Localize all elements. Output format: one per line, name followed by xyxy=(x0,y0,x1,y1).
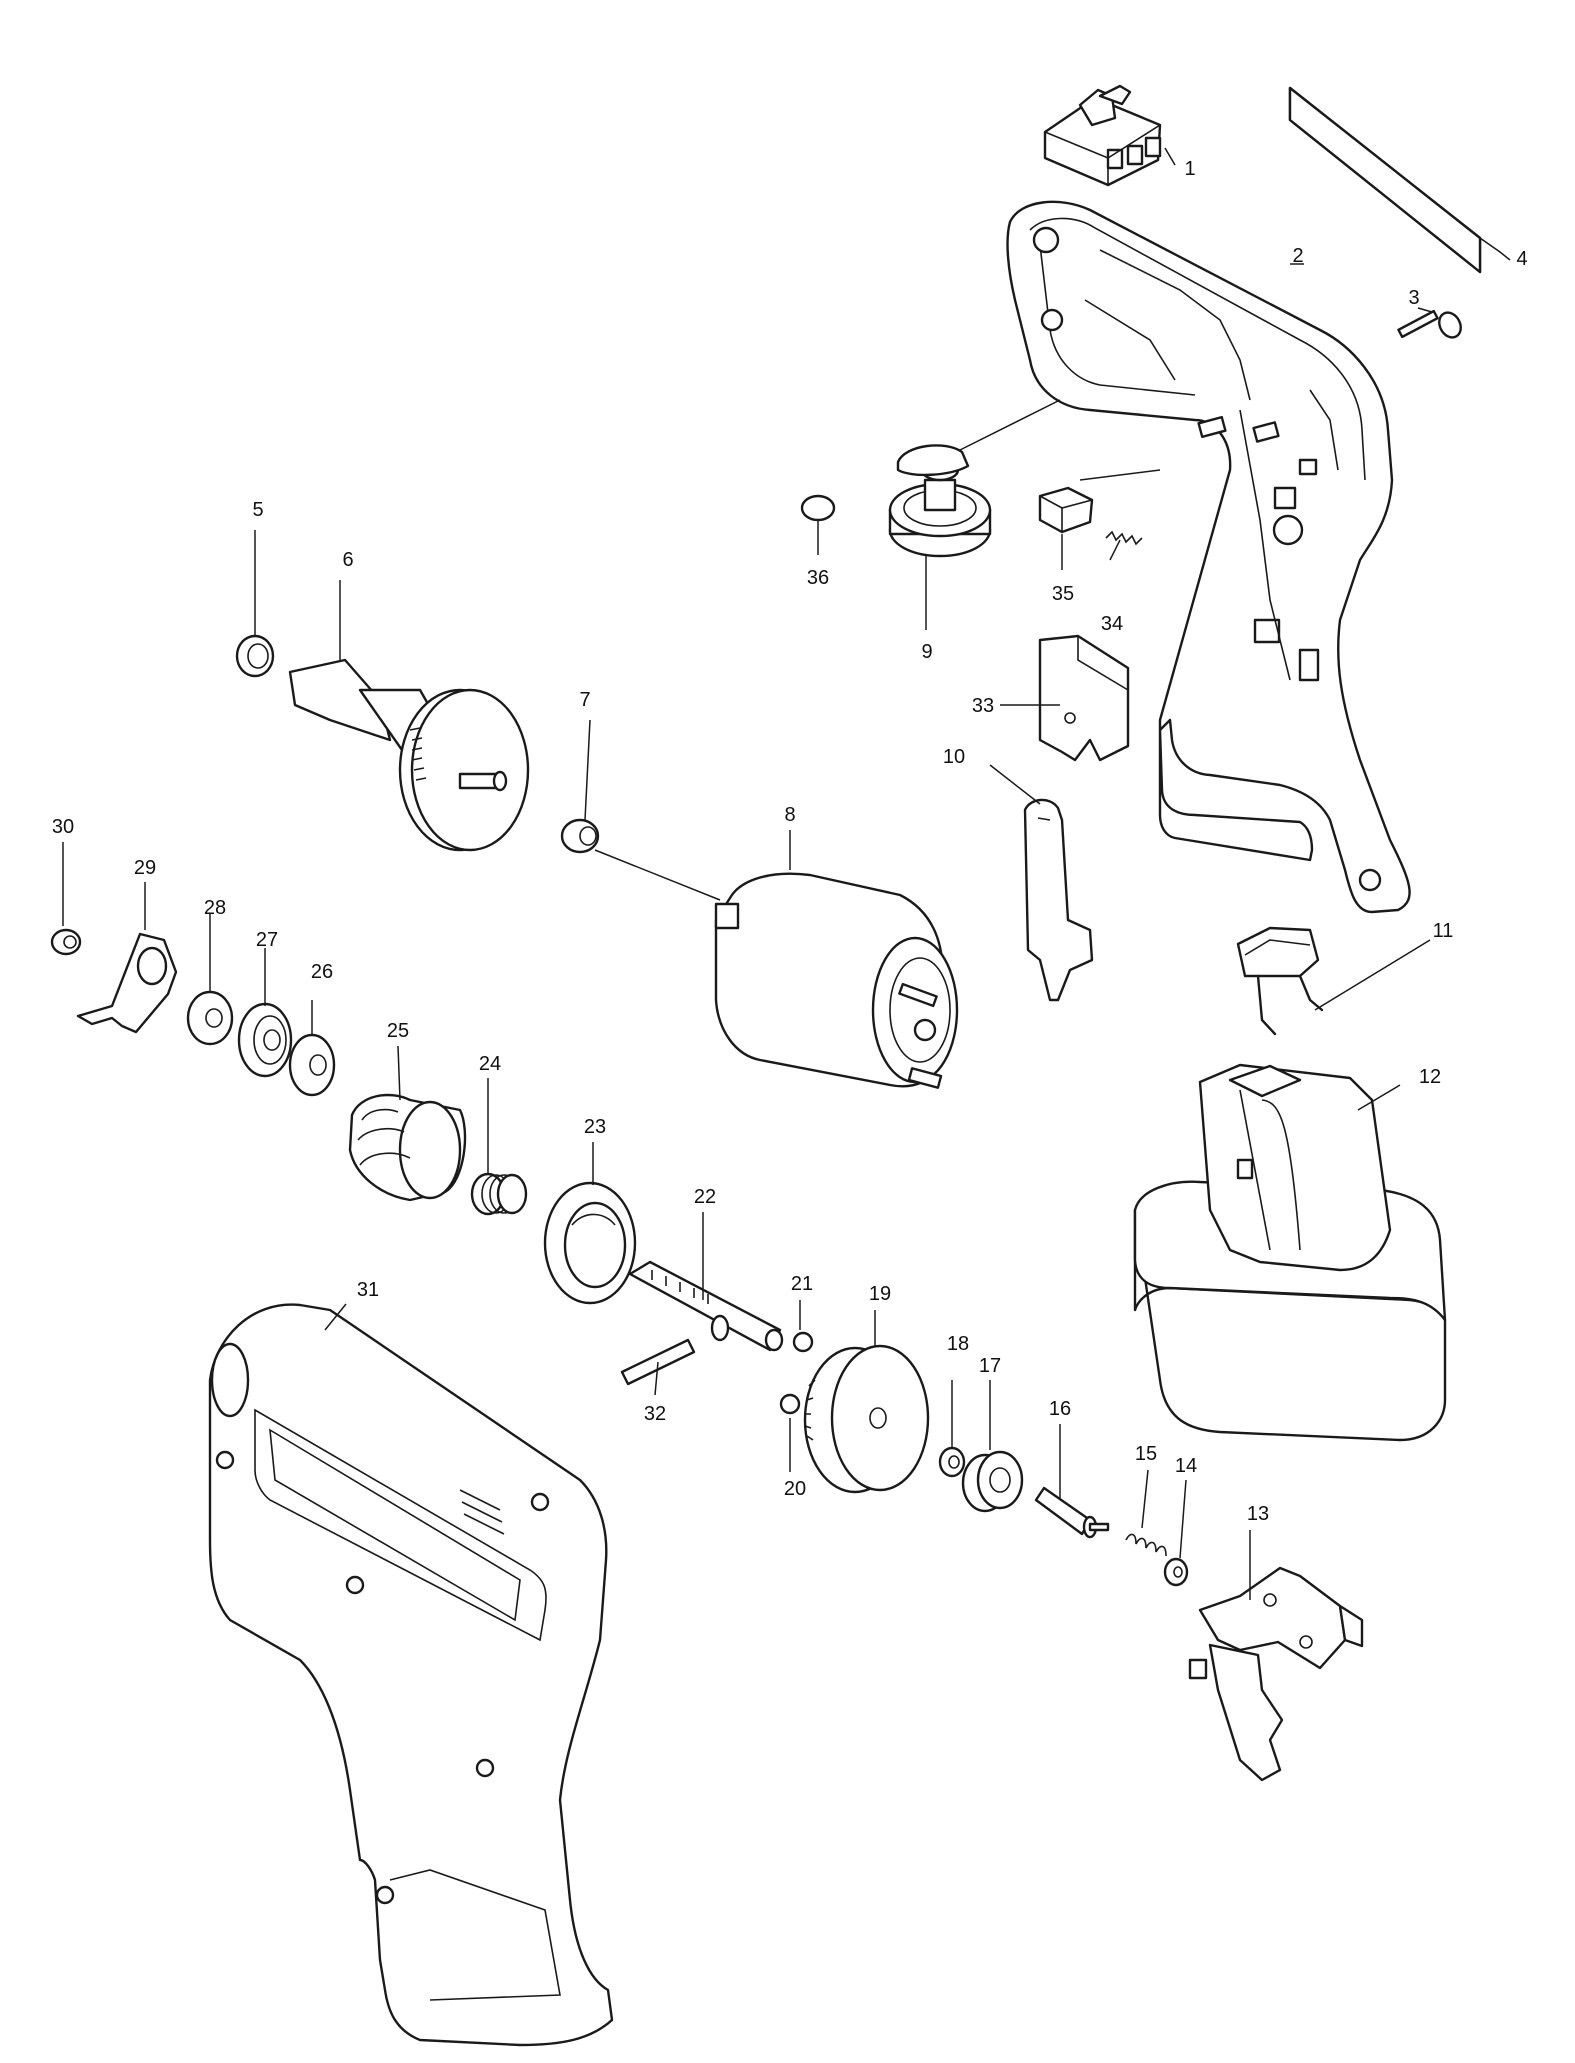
callout-labels: 1 2 3 4 5 6 7 8 9 10 11 12 13 14 15 16 1… xyxy=(52,158,1528,1525)
part-17-bearing xyxy=(961,1450,1024,1513)
callout-10: 10 xyxy=(943,746,965,768)
part-12-battery-pack xyxy=(1133,1063,1447,1442)
part-25-clutch-cone xyxy=(348,1093,467,1202)
callout-36: 36 xyxy=(807,567,829,589)
callout-26: 26 xyxy=(311,961,333,983)
part-16-shaft xyxy=(1034,1486,1110,1539)
callout-3: 3 xyxy=(1408,287,1419,309)
callout-24: 24 xyxy=(479,1053,501,1075)
part-4-label-plate xyxy=(1288,86,1482,274)
part-27-gear-washer xyxy=(237,1002,293,1078)
callout-22: 22 xyxy=(694,1186,716,1208)
callout-7: 7 xyxy=(579,689,590,711)
callout-31: 31 xyxy=(357,1279,379,1301)
callout-12: 12 xyxy=(1419,1066,1441,1088)
part-7-bushing xyxy=(560,818,600,854)
callout-19: 19 xyxy=(869,1283,891,1305)
callout-35: 35 xyxy=(1052,583,1074,605)
leader-lines xyxy=(62,147,1511,1600)
part-26-washer xyxy=(288,1033,336,1097)
callout-21: 21 xyxy=(791,1273,813,1295)
callout-20: 20 xyxy=(784,1478,806,1500)
part-30-bushing xyxy=(50,928,82,956)
part-29-bracket xyxy=(76,932,178,1034)
part-21-ball xyxy=(792,1331,814,1353)
part-2-housing-half xyxy=(1006,200,1411,914)
callout-32: 32 xyxy=(644,1403,666,1425)
callout-30: 30 xyxy=(52,816,74,838)
callout-9: 9 xyxy=(921,641,932,663)
callout-13: 13 xyxy=(1247,1503,1269,1525)
callout-2: 2 xyxy=(1292,245,1303,267)
part-11-terminal xyxy=(1236,926,1324,1036)
part-34-spring xyxy=(1105,530,1143,546)
part-20-ball xyxy=(779,1393,801,1415)
part-28-washer xyxy=(186,990,234,1046)
part-14-washer xyxy=(1163,1557,1189,1587)
callout-8: 8 xyxy=(784,804,795,826)
callout-6: 6 xyxy=(342,549,353,571)
callout-18: 18 xyxy=(947,1333,969,1355)
callout-16: 16 xyxy=(1049,1398,1071,1420)
part-15-spring xyxy=(1125,1533,1167,1557)
part-3-screw xyxy=(1397,309,1462,339)
callout-15: 15 xyxy=(1135,1443,1157,1465)
part-6-armature xyxy=(288,658,530,852)
part-8-motor xyxy=(714,872,959,1089)
callout-14: 14 xyxy=(1175,1455,1197,1477)
callout-29: 29 xyxy=(134,857,156,879)
callout-27: 27 xyxy=(256,929,278,951)
callout-33: 33 xyxy=(972,695,994,717)
part-1-switch-module xyxy=(1043,84,1162,187)
callout-34: 34 xyxy=(1101,613,1123,635)
callout-17: 17 xyxy=(979,1355,1001,1377)
part-22-spindle xyxy=(628,1260,784,1352)
part-9-reversing-knob xyxy=(888,444,992,558)
part-35-switch-block xyxy=(1038,486,1094,534)
part-19-gear xyxy=(803,1344,930,1494)
callout-4: 4 xyxy=(1516,248,1527,270)
callout-23: 23 xyxy=(584,1116,606,1138)
part-33-plate xyxy=(1038,634,1130,762)
callout-25: 25 xyxy=(387,1020,409,1042)
part-36-disc xyxy=(800,494,836,522)
callout-1: 1 xyxy=(1184,158,1195,180)
part-24-spring xyxy=(470,1172,528,1216)
callout-5: 5 xyxy=(252,499,263,521)
part-31-housing-half xyxy=(208,1303,614,2047)
callout-11: 11 xyxy=(1433,920,1454,942)
part-23-ring-gear xyxy=(543,1181,637,1305)
callout-28: 28 xyxy=(204,897,226,919)
part-13-trigger-switch xyxy=(1188,1566,1364,1782)
part-5-retaining-ring xyxy=(235,634,275,678)
part-10-terminal-clip xyxy=(1023,798,1094,1002)
part-18-washer xyxy=(938,1446,966,1478)
